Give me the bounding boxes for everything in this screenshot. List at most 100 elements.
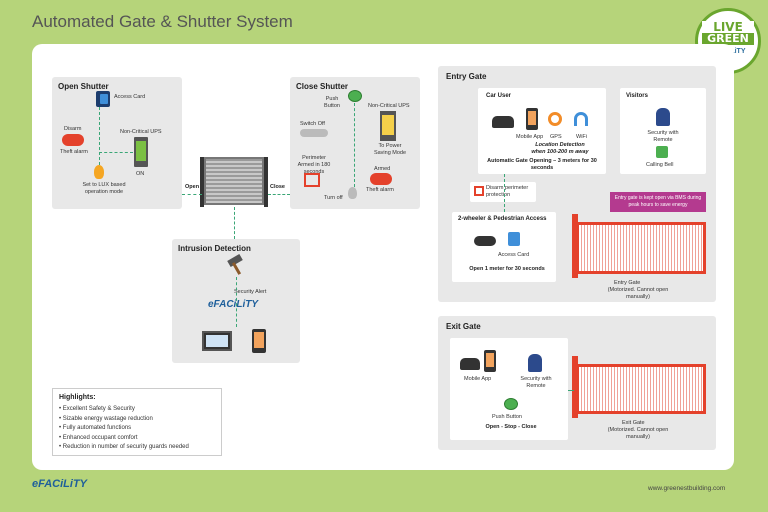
- security-guard-icon: [656, 108, 670, 126]
- theft-alarm-label: Theft alarm: [60, 149, 88, 155]
- shutter-graphic: [204, 157, 264, 205]
- highlight-item: • Sizable energy wastage reduction: [59, 415, 153, 422]
- wifi-label: WiFi: [576, 134, 587, 140]
- non-critical-ups-label: Non-Critical UPS: [120, 129, 162, 135]
- close-shutter-title: Close Shutter: [296, 82, 349, 91]
- entry-gate-graphic: [576, 222, 706, 274]
- visitors-title: Visitors: [626, 93, 648, 99]
- exit-gate-graphic: [576, 364, 706, 414]
- highlight-item: • Enhanced occupant comfort: [59, 434, 138, 441]
- footer-brand-logo: eFACiLiTY: [32, 478, 88, 490]
- exit-security-label: Security with Remote: [520, 376, 552, 389]
- armed-alarm-icon: [370, 173, 392, 185]
- page-title: Automated Gate & Shutter System: [32, 12, 293, 31]
- entry-gate-panel: Entry Gate Car User Mobile App GPS WiFi …: [438, 66, 716, 302]
- car-user-title: Car User: [486, 93, 512, 99]
- disarm-perimeter-box: Disarm perimeter protection: [470, 182, 536, 202]
- highlights-box: Highlights: • Excellent Safety & Securit…: [52, 388, 222, 456]
- close-flow-line: [354, 103, 355, 187]
- badge-live: LIVE: [702, 21, 754, 33]
- close-ups-label: Non-Critical UPS: [368, 103, 410, 109]
- intrusion-title: Intrusion Detection: [178, 244, 251, 253]
- theft-alarm-icon: [62, 134, 84, 146]
- open-shutter-title: Open Shutter: [58, 82, 109, 91]
- entry-gate-post: [572, 214, 578, 278]
- lux-bulb-icon: [94, 165, 104, 179]
- security-alert-label: Security Alert: [234, 289, 267, 295]
- access-card-label: Access Card: [114, 94, 146, 100]
- exit-mobile-app-label: Mobile App: [464, 376, 492, 382]
- exit-gate-title: Exit Gate: [446, 322, 481, 331]
- perimeter-label: Perimeter Armed in 180 seconds: [297, 155, 331, 175]
- gps-icon: [548, 112, 562, 126]
- highlights-title: Highlights:: [59, 394, 96, 401]
- open-shutter-panel: Open Shutter Access Card Disarm Theft al…: [52, 77, 182, 209]
- highlight-item: • Fully automated functions: [59, 425, 132, 431]
- entry-gate-label: Entry Gate: [614, 280, 641, 286]
- highlight-item: • Reduction in number of security guards…: [59, 444, 189, 450]
- exit-flow-line: [568, 390, 574, 391]
- close-theft-label: Theft alarm: [366, 187, 394, 193]
- shutter-intrusion-line: [234, 207, 235, 239]
- disarm-perimeter-label: Disarm perimeter protection: [486, 185, 529, 198]
- open-1m-label: Open 1 meter for 30 seconds: [469, 266, 545, 272]
- switch-off-label: Switch Off: [300, 121, 325, 127]
- open-stop-close-label: Open - Stop - Close: [485, 424, 537, 430]
- efacility-logo: eFACiLiTY: [208, 299, 259, 310]
- wifi-icon: [574, 112, 588, 126]
- calling-bell-icon: [656, 146, 668, 158]
- shutter-close-label: Close: [270, 184, 285, 190]
- location-label: Location Detection when 100-200 m away: [531, 142, 589, 155]
- visitors-card: Visitors Security with Remote Calling Be…: [620, 88, 706, 174]
- close-ups-icon: [380, 111, 396, 141]
- entry-gate-sub: (Motorized. Cannot open manually): [607, 287, 669, 300]
- exit-gate-sub: (Motorized. Cannot open manually): [607, 427, 669, 440]
- bulb-off-icon: [348, 187, 357, 199]
- push-button-icon[interactable]: [348, 90, 362, 102]
- highlights-list: • Excellent Safety & Security • Sizable …: [59, 405, 189, 453]
- power-saving-label: To Power Saving Mode: [373, 143, 407, 156]
- switch-icon: [300, 129, 328, 137]
- shutter-close-line: [268, 194, 290, 195]
- bms-note-box: Entry gate is kept open via BMS during p…: [610, 192, 706, 212]
- access-card-label-2w: Access Card: [498, 252, 530, 258]
- laptop-icon: [202, 331, 232, 351]
- two-wheeler-card: 2-wheeler & Pedestrian Access Access Car…: [452, 212, 556, 282]
- entry-flow-line: [504, 174, 505, 212]
- highlight-item: • Excellent Safety & Security: [59, 406, 135, 412]
- footer-url[interactable]: www.greenestbuilding.com: [648, 485, 726, 492]
- phone-icon: [526, 108, 538, 130]
- gps-label: GPS: [550, 134, 562, 140]
- card-icon: [508, 232, 520, 246]
- two-wheeler-title: 2-wheeler & Pedestrian Access: [458, 216, 547, 222]
- mobile-app-label: Mobile App: [516, 134, 544, 140]
- exit-push-button-icon[interactable]: [504, 398, 518, 410]
- armed-label: Armed: [374, 166, 391, 172]
- auto-open-label: Automatic Gate Opening – 3 meters for 30…: [487, 158, 597, 171]
- turn-off-label: Turn off: [324, 195, 343, 201]
- exit-controls-card: Mobile App Security with Remote Push But…: [450, 338, 568, 440]
- lux-mode-label: Set to LUX based operation mode: [82, 182, 126, 195]
- shutter-open-label: Open: [185, 184, 200, 190]
- intrusion-panel: Intrusion Detection Security Alert eFACi…: [172, 239, 300, 363]
- calling-bell-label: Calling Bell: [646, 162, 674, 168]
- exit-gate-panel: Exit Gate Mobile App Security with Remot…: [438, 316, 716, 450]
- close-shutter-panel: Close Shutter Push Button Non-Critical U…: [290, 77, 420, 209]
- shutter-frame-right: [264, 157, 268, 207]
- push-button-label: Push Button: [324, 96, 340, 109]
- access-card-icon: [96, 91, 110, 107]
- open-flow-line: [99, 107, 100, 165]
- badge-green: GREEN: [702, 33, 754, 45]
- shutter-open-line: [182, 194, 202, 195]
- car-icon: [492, 116, 514, 128]
- on-label: ON: [136, 171, 145, 177]
- exit-push-button-label: Push Button: [492, 414, 522, 420]
- shutter-frame-left: [200, 157, 204, 207]
- exit-car-icon: [460, 358, 480, 370]
- perimeter-red-icon: [474, 186, 484, 196]
- exit-gate-post: [572, 356, 578, 418]
- open-ups-line: [99, 152, 133, 153]
- tablet-icon: [252, 329, 266, 353]
- exit-guard-icon: [528, 354, 542, 372]
- intrusion-flow-line: [236, 277, 237, 327]
